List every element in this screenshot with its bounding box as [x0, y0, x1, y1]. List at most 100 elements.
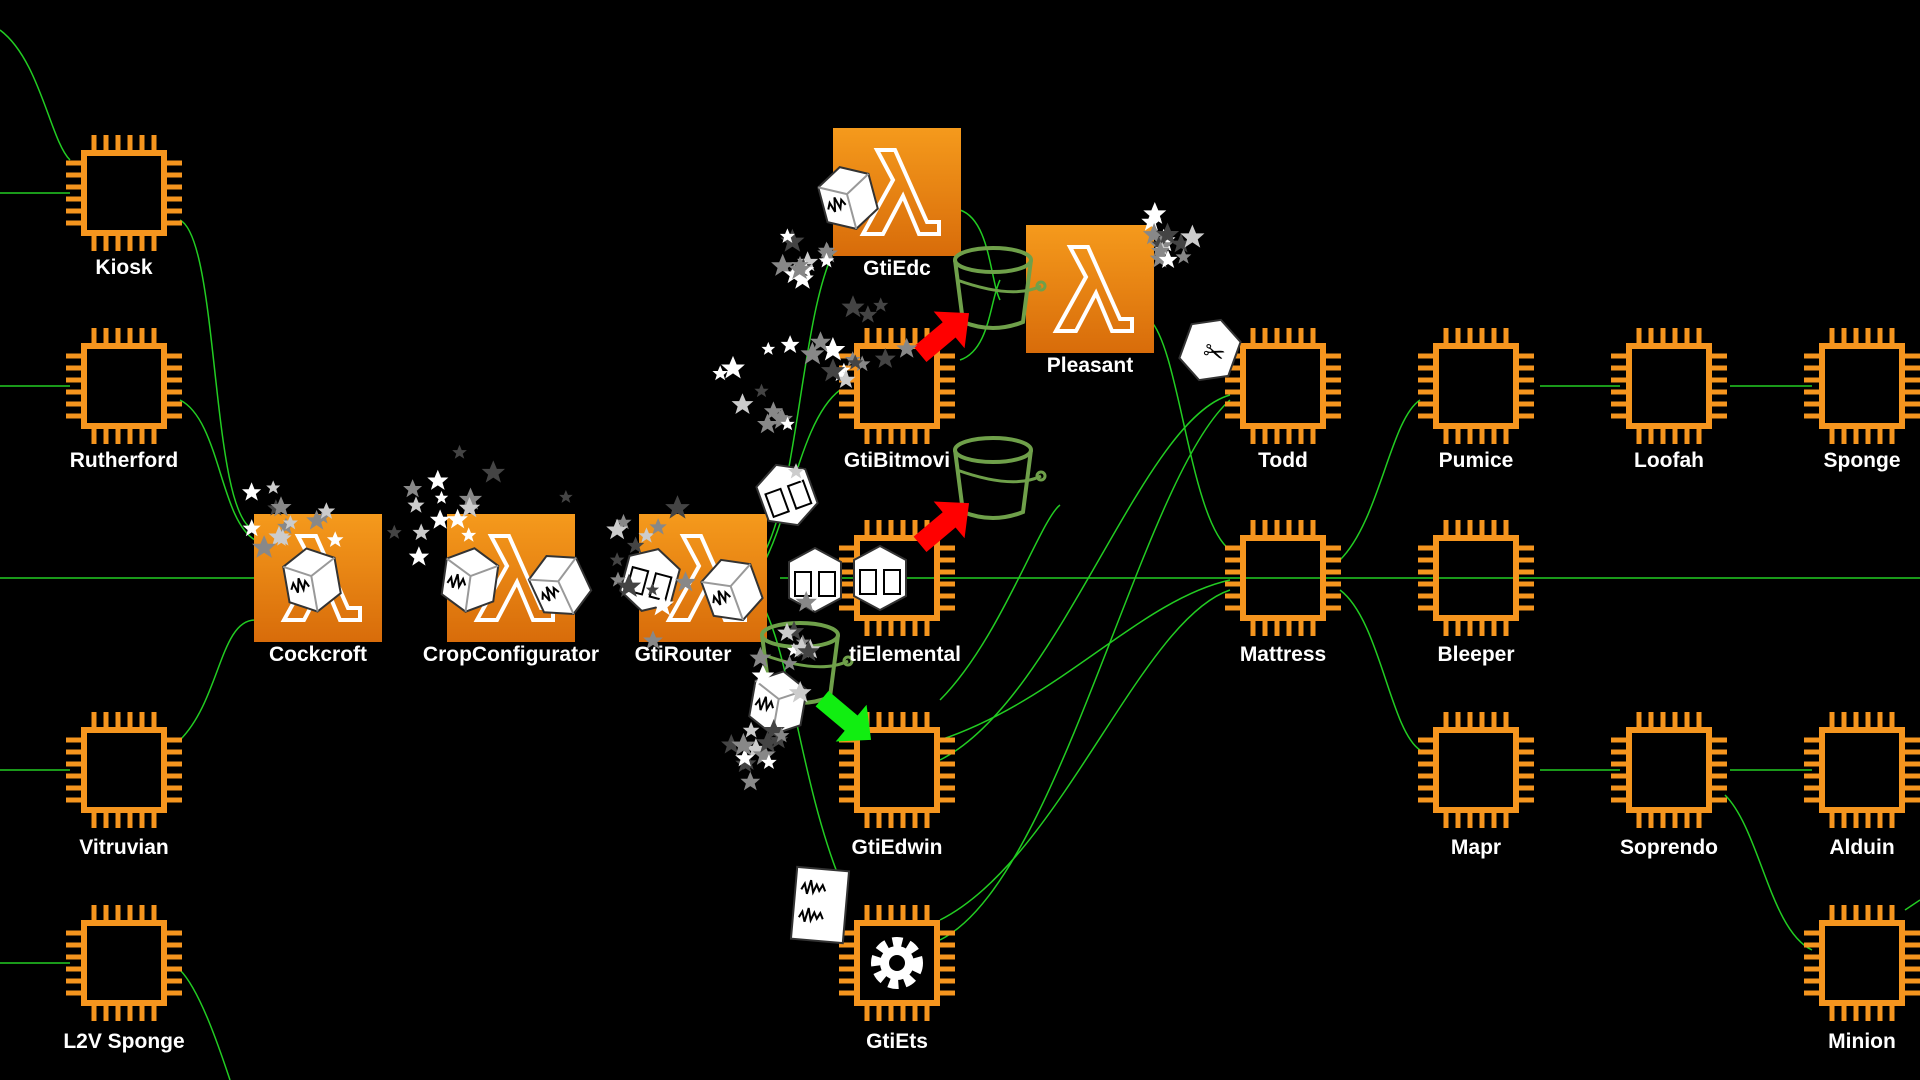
node-l2v-sponge[interactable]: [66, 905, 182, 1021]
chip-icon: [1611, 328, 1727, 444]
node-alduin[interactable]: [1804, 712, 1920, 828]
star-particle: [749, 646, 772, 668]
node-label-pumice: Pumice: [1438, 449, 1514, 472]
star-particle: [874, 348, 896, 368]
star-particle: [609, 552, 625, 567]
edge: [179, 969, 231, 1080]
chip-icon: [66, 905, 182, 1021]
chip-icon: [1225, 328, 1341, 444]
node-label-gtiedc: GtiEdc: [863, 257, 931, 280]
node-label-bleeper: Bleeper: [1437, 643, 1515, 666]
node-label-vitruvian: Vitruvian: [79, 836, 169, 859]
node-label-mapr: Mapr: [1450, 836, 1502, 859]
star-particle: [1175, 248, 1192, 264]
success-arrow: [815, 691, 872, 742]
node-label-soprendo: Soprendo: [1620, 836, 1718, 859]
node-label-loofah: Loofah: [1634, 449, 1704, 472]
node-vitruvian[interactable]: [66, 712, 182, 828]
star-particle: [841, 295, 865, 318]
node-pumice[interactable]: [1418, 328, 1534, 444]
node-sponge[interactable]: [1804, 328, 1920, 444]
node-rutherford[interactable]: [66, 328, 182, 444]
node-label-kiosk: Kiosk: [95, 256, 153, 279]
star-particle: [761, 341, 776, 355]
node-label-rutherford: Rutherford: [69, 449, 179, 472]
star-particle: [434, 490, 449, 504]
film-cube-icon: [788, 547, 842, 613]
edge: [0, 29, 71, 161]
edge: [179, 619, 256, 741]
node-label-todd: Todd: [1258, 449, 1308, 472]
star-particle: [481, 460, 505, 483]
chip-icon: [1804, 905, 1920, 1021]
chip-icon: [1418, 328, 1534, 444]
edge: [179, 219, 256, 531]
edge: [1339, 589, 1421, 751]
scissors-cube-icon: ✂: [1178, 318, 1242, 382]
star-particle: [873, 297, 889, 312]
edge: [1724, 794, 1813, 951]
star-particle: [754, 383, 769, 398]
edge: [939, 504, 1061, 701]
node-loofah[interactable]: [1611, 328, 1727, 444]
star-particle: [559, 490, 573, 503]
star-particle: [780, 335, 800, 354]
edge: [1904, 899, 1920, 911]
star-particle: [386, 524, 402, 539]
node-mapr[interactable]: [1418, 712, 1534, 828]
chip-icon: [1611, 712, 1727, 828]
node-label-cockcroft: Cockcroft: [268, 643, 368, 666]
edge: [959, 279, 1001, 361]
star-particle: [407, 496, 425, 513]
audio-cube-icon: [789, 865, 851, 945]
edge: [939, 394, 1231, 761]
edge: [939, 589, 1231, 921]
film-cube-icon: [853, 545, 907, 611]
node-minion[interactable]: [1804, 905, 1920, 1021]
star-particle: [412, 523, 430, 541]
star-particle: [403, 479, 423, 498]
gear-icon: [871, 937, 923, 989]
chip-icon: [66, 712, 182, 828]
node-soprendo[interactable]: [1611, 712, 1727, 828]
chip-icon: [1804, 328, 1920, 444]
star-particle: [242, 482, 262, 501]
chip-icon: [66, 328, 182, 444]
edge: [939, 399, 1231, 941]
chip-icon: [1418, 712, 1534, 828]
error-arrow: [913, 311, 970, 362]
star-particle: [408, 546, 430, 566]
star-particle: [858, 305, 878, 323]
edge: [1149, 319, 1231, 551]
edge: [179, 399, 256, 541]
star-particle: [266, 480, 281, 494]
node-label-alduin: Alduin: [1829, 836, 1895, 859]
star-particle: [721, 355, 745, 379]
star-particle: [731, 393, 754, 415]
node-label-gtiedwin: GtiEdwin: [851, 836, 943, 859]
node-label-cropconfigurator: CropConfigurator: [422, 643, 600, 666]
node-gtiets[interactable]: [839, 905, 955, 1021]
node-label-gtirouter: GtiRouter: [634, 643, 732, 666]
edge: [959, 209, 1001, 301]
node-label-gtibitmovi: GtiBitmovi: [843, 449, 951, 472]
edge: [1339, 399, 1421, 561]
media-cubes: ✂: [279, 159, 1242, 945]
chip-icon: [66, 135, 182, 251]
node-label-sponge: Sponge: [1823, 449, 1901, 472]
node-label-minion: Minion: [1828, 1030, 1896, 1053]
edge: [939, 579, 1231, 741]
star-particle: [427, 469, 449, 490]
node-label-pleasant: Pleasant: [1046, 354, 1134, 377]
star-particle: [742, 721, 760, 738]
edge: [759, 239, 841, 561]
node-kiosk[interactable]: [66, 135, 182, 251]
node-label-mattress: Mattress: [1239, 643, 1327, 666]
node-label-l2v-sponge: L2V Sponge: [63, 1030, 185, 1053]
node-label-gtiets: GtiEts: [866, 1030, 928, 1053]
node-label-gtielemental: tiElemental: [848, 643, 962, 666]
node-todd[interactable]: [1225, 328, 1341, 444]
chip-icon: [1804, 712, 1920, 828]
star-particle: [740, 771, 761, 791]
